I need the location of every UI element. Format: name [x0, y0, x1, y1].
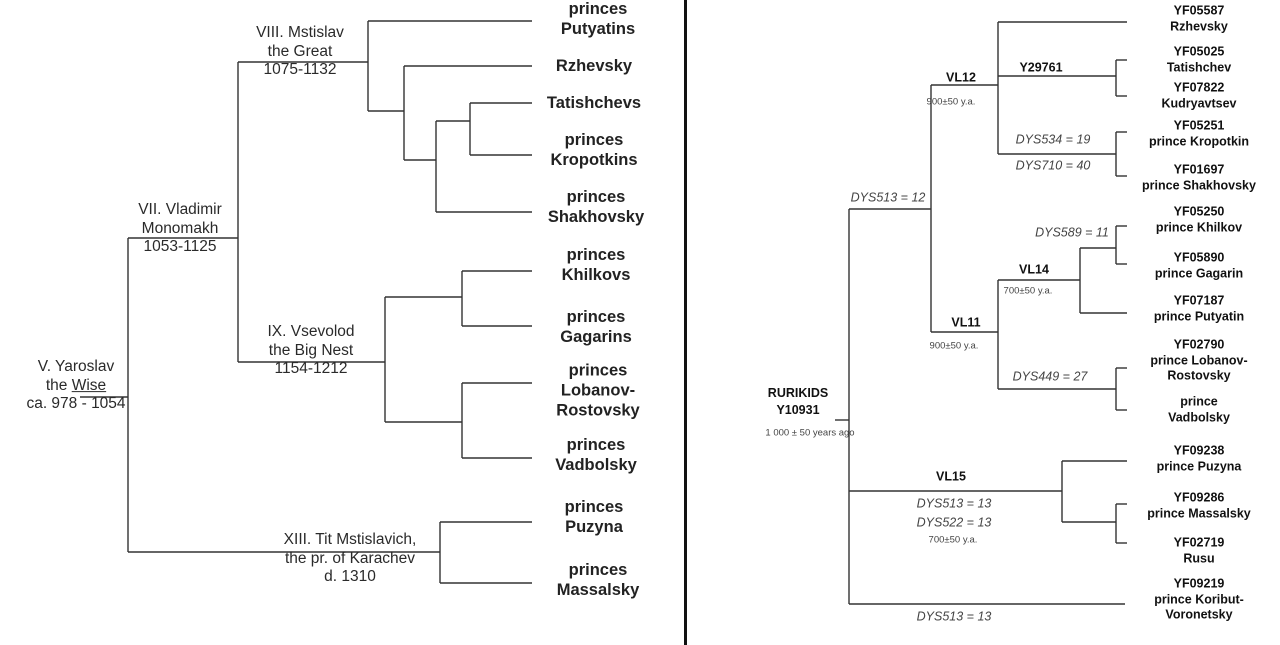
leaf-kropotkins: princes Kropotkins: [550, 131, 638, 169]
leaf-rzhevsky: Rzhevsky: [555, 57, 633, 76]
node-vl12-age: 900±50 y.a.: [926, 96, 976, 108]
node-vl14-label: VL14: [1019, 262, 1049, 277]
dys710-label: DYS710 = 40: [1015, 158, 1091, 173]
leaf-yf07187-putyatin: YF07187 prince Putyatin: [1153, 293, 1245, 323]
leaf-yf05587-rzhevsky: YF05587 Rzhevsky: [1170, 3, 1228, 33]
leaf-yf02719-rusu: YF02719 Rusu: [1173, 535, 1225, 565]
leaf-yf05025-tatishchev: YF05025 Tatishchev: [1166, 44, 1232, 74]
genealogy-tree-panel: V. Yaroslav the Wise ca. 978 - 1054 VII.…: [26, 0, 645, 599]
dys513-12-label: DYS513 = 12: [850, 190, 926, 205]
dys534-label: DYS534 = 19: [1015, 132, 1091, 147]
leaf-yf05250-khilkov: YF05250 prince Khilkov: [1155, 204, 1243, 234]
root-age: 1 000 ± 50 years ago: [765, 427, 855, 439]
dys522-label: DYS522 = 13: [916, 515, 992, 530]
node-vl15-age: 700±50 y.a.: [928, 534, 978, 546]
leaf-yf05890-gagarin: YF05890 prince Gagarin: [1154, 250, 1244, 280]
node-y29761-label: Y29761: [1019, 60, 1063, 75]
leaf-lobanov-rostovsky: princes Lobanov- Rostovsky: [556, 361, 640, 419]
leaf-yf09238-puzyna: YF09238 prince Puzyna: [1156, 443, 1242, 473]
leaf-yf02790-lobanov-rostovsky: YF02790 prince Lobanov- Rostovsky: [1150, 337, 1248, 383]
leaf-khilkovs: princes Khilkovs: [561, 246, 631, 284]
node-vl11-label: VL11: [951, 315, 981, 330]
leaf-puzyna: princes Puzyna: [564, 498, 624, 536]
leaf-yf01697-shakhovsky: YF01697 prince Shakhovsky: [1142, 162, 1256, 192]
leaf-shakhovsky: princes Shakhovsky: [547, 188, 645, 226]
ancestor-mstislav-the-great: VIII. Mstislav the Great 1075-1132: [256, 24, 344, 79]
leaf-yf09219-koribut-voronetsky: YF09219 prince Koribut- Voronetsky: [1154, 576, 1244, 622]
ancestor-vsevolod-big-nest: IX. Vsevolod the Big Nest 1154-1212: [267, 323, 355, 378]
leaf-yf05251-kropotkin: YF05251 prince Kropotkin: [1148, 118, 1250, 148]
dys449-label: DYS449 = 27: [1012, 369, 1088, 384]
ancestor-vladimir-monomakh: VII. Vladimir Monomakh 1053-1125: [138, 201, 222, 256]
ancestor-yaroslav-the-wise: V. Yaroslav the Wise ca. 978 - 1054: [26, 358, 126, 413]
node-vl15-label: VL15: [936, 469, 966, 484]
haplogroup-tree-lines: [835, 21, 1127, 605]
dys589-label: DYS589 = 11: [1035, 225, 1109, 240]
leaf-massalsky: princes Massalsky: [556, 561, 640, 599]
leaf-tatishchevs: Tatishchevs: [546, 94, 642, 113]
node-vl12-label: VL12: [946, 70, 976, 85]
leaf-putyatins: princes Putyatins: [560, 0, 636, 38]
node-vl14-age: 700±50 y.a.: [1003, 285, 1053, 297]
leaf-gagarins: princes Gagarins: [560, 308, 632, 346]
leaf-yf07822-kudryavtsev: YF07822 Kudryavtsev: [1161, 80, 1237, 110]
dys513-13-vl15-label: DYS513 = 13: [916, 496, 992, 511]
leaf-yf09286-massalsky: YF09286 prince Massalsky: [1147, 490, 1251, 520]
haplogroup-tree-panel: RURIKIDS Y10931 1 000 ± 50 years ago VL1…: [687, 0, 1280, 645]
leaf-vadbolsky: princes Vadbolsky: [555, 436, 637, 474]
genealogy-tree-lines: [80, 20, 532, 584]
dys513-13-root-label: DYS513 = 13: [916, 609, 992, 624]
node-vl11-age: 900±50 y.a.: [929, 340, 979, 352]
ancestor-tit-mstislavich: XIII. Tit Mstislavich, the pr. of Karach…: [283, 531, 417, 586]
leaf-prince-vadbolsky: prince Vadbolsky: [1168, 394, 1230, 424]
root-rurikids: RURIKIDS Y10931: [767, 386, 829, 417]
panel-divider: [684, 0, 687, 645]
